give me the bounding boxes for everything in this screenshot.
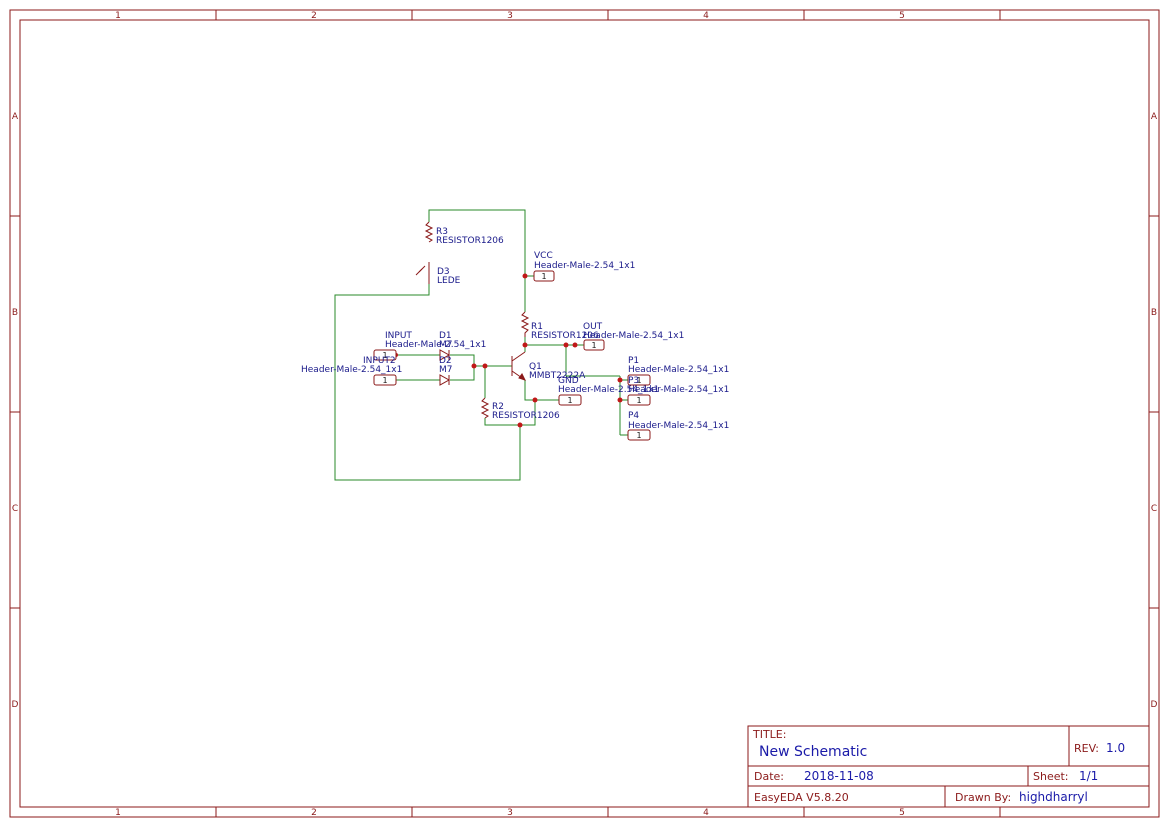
column-ruler	[215, 10, 1001, 817]
row-label-left: A	[12, 112, 19, 122]
p4-header-pin[interactable]: 1	[627, 429, 651, 441]
p3-header-pin[interactable]: 1	[627, 394, 651, 406]
q1-value: MMBT2222A	[529, 371, 586, 381]
software-version: EasyEDA V5.8.20	[754, 791, 849, 804]
sheet-outer-border	[9, 9, 1160, 818]
r3-ref: R3	[436, 227, 448, 237]
gnd-ref: GND	[558, 376, 579, 386]
d3-value: LEDE	[437, 276, 461, 286]
p1-ref: P1	[628, 356, 639, 366]
row-label-right: D	[1151, 700, 1158, 710]
date-label: Date:	[754, 770, 784, 783]
q1-ref: Q1	[529, 362, 542, 372]
r3-value: RESISTOR1206	[436, 236, 504, 246]
input-header-pin[interactable]: 1	[373, 349, 397, 361]
d1-value: M7	[439, 340, 453, 350]
p3-value: Header-Male-2.54_1x1	[628, 385, 729, 395]
row-label-left: C	[12, 504, 18, 514]
r2-resistor-symbol[interactable]	[480, 397, 490, 419]
input2-header-pin[interactable]: 1	[373, 374, 397, 386]
svg-text:1: 1	[636, 396, 641, 405]
vcc-value: Header-Male-2.54_1x1	[534, 261, 635, 271]
p4-value: Header-Male-2.54_1x1	[628, 421, 729, 431]
svg-text:1: 1	[541, 272, 546, 281]
date-value[interactable]: 2018-11-08	[804, 769, 874, 783]
input-ref: INPUT	[385, 331, 412, 341]
p4-ref: P4	[628, 411, 639, 421]
d1-diode-symbol[interactable]	[439, 349, 451, 361]
sheet-inner-border	[19, 19, 1150, 808]
col-label-top: 3	[507, 11, 513, 21]
out-ref: OUT	[583, 322, 603, 332]
drawn-by-label: Drawn By:	[955, 791, 1011, 804]
d2-value: M7	[439, 365, 453, 375]
col-label-top: 2	[311, 11, 317, 21]
junctions	[394, 273, 623, 428]
p3-ref: P3	[628, 376, 639, 386]
col-label-top: 1	[115, 11, 121, 21]
col-label-top: 5	[899, 11, 905, 21]
d2-diode-symbol[interactable]	[439, 374, 451, 386]
title-block	[747, 725, 1150, 808]
r2-ref: R2	[492, 402, 504, 412]
d2-ref: D2	[439, 356, 452, 366]
title-label: TITLE:	[752, 728, 786, 741]
col-label-bottom: 5	[899, 808, 905, 818]
sheet-value[interactable]: 1/1	[1079, 769, 1098, 783]
svg-text:1: 1	[567, 396, 572, 405]
d1-ref: D1	[439, 331, 452, 341]
col-label-bottom: 3	[507, 808, 513, 818]
input-value: Header-Male-2.54_1x1	[385, 340, 486, 350]
d3-led-symbol[interactable]	[415, 262, 430, 284]
row-label-left: D	[12, 700, 19, 710]
rev-value[interactable]: 1.0	[1106, 741, 1125, 755]
col-label-bottom: 1	[115, 808, 121, 818]
vcc-header-pin[interactable]: 1	[533, 270, 555, 282]
p1-value: Header-Male-2.54_1x1	[628, 365, 729, 375]
svg-text:1: 1	[636, 431, 641, 440]
col-label-top: 4	[703, 11, 709, 21]
rev-label: REV:	[1074, 742, 1099, 755]
vcc-ref: VCC	[534, 251, 553, 261]
svg-text:1: 1	[591, 341, 596, 350]
gnd-value: Header-Male-2.54_1x1	[558, 385, 659, 395]
schematic-title[interactable]: New Schematic	[759, 744, 867, 760]
row-label-right: C	[1151, 504, 1157, 514]
gnd-header-pin[interactable]: 1	[558, 394, 582, 406]
row-label-right: B	[1151, 308, 1157, 318]
input2-value: Header-Male-2.54_1x1	[301, 365, 402, 375]
p1-header-pin[interactable]: 1	[627, 374, 651, 386]
sheet-label: Sheet:	[1033, 770, 1069, 783]
out-value: Header-Male-2.54_1x1	[583, 331, 684, 341]
row-label-right: A	[1151, 112, 1158, 122]
r2-value: RESISTOR1206	[492, 411, 560, 421]
d3-ref: D3	[437, 267, 450, 277]
col-label-bottom: 2	[311, 808, 317, 818]
row-label-left: B	[12, 308, 18, 318]
r1-resistor-symbol[interactable]	[520, 311, 530, 337]
svg-text:1: 1	[382, 376, 387, 385]
svg-text:1: 1	[382, 351, 387, 360]
q1-transistor-symbol[interactable]	[511, 351, 526, 381]
row-ruler	[10, 215, 1159, 609]
r1-value: RESISTOR1206	[531, 331, 599, 341]
svg-text:1: 1	[636, 376, 641, 385]
col-label-bottom: 4	[703, 808, 709, 818]
r1-ref: R1	[531, 322, 543, 332]
out-header-pin[interactable]: 1	[583, 339, 605, 351]
r3-resistor-symbol[interactable]	[424, 221, 434, 243]
input2-ref: INPUT2	[363, 356, 396, 366]
drawn-by-value[interactable]: highdharryl	[1019, 790, 1088, 804]
